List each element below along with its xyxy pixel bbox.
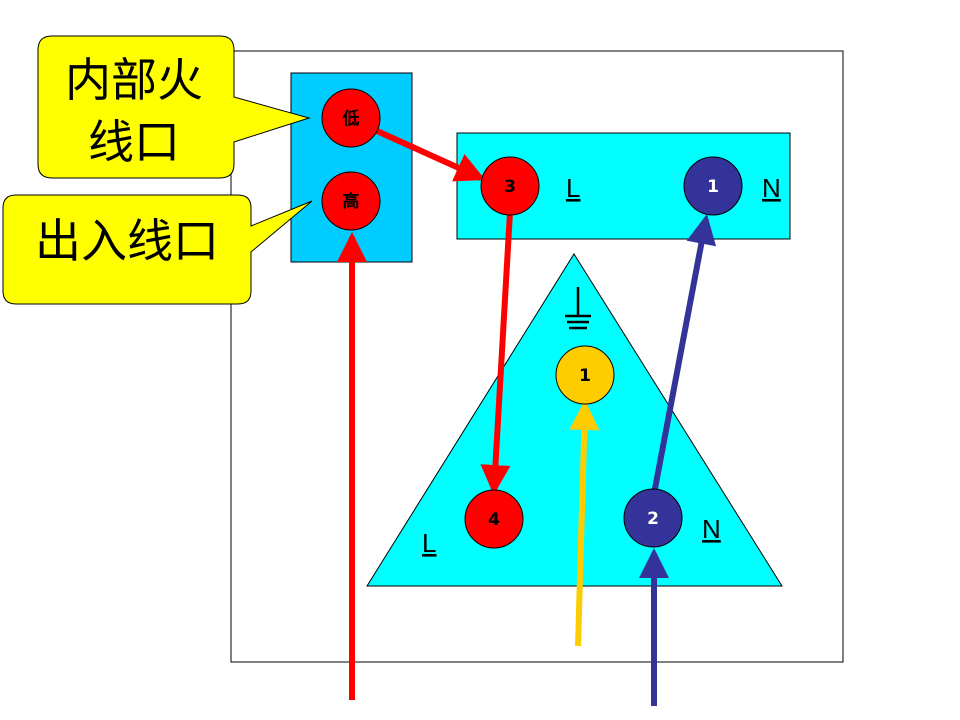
terminal-low-label: 低 [342, 108, 360, 129]
terminal-high: 高 [321, 171, 381, 231]
wire-low-to-3 [375, 128, 486, 182]
terminal-high-label: 高 [343, 191, 360, 212]
node-2: 2 [623, 488, 683, 548]
node-ground-label: 1 [579, 366, 591, 386]
node-3: 3 [480, 156, 540, 216]
callout-internal-live: 内部火 线口 [37, 35, 311, 179]
upper-l-label: L [566, 173, 580, 203]
callout-internal-line1: 内部火 [65, 53, 203, 107]
node-3-label: 3 [504, 177, 516, 197]
terminal-low: 低 [321, 88, 381, 148]
node-1-neutral: 1 [683, 156, 743, 216]
socket-l-label: L [422, 528, 436, 558]
callout-internal-line2: 线口 [88, 115, 180, 169]
node-4: 4 [464, 489, 524, 549]
node-ground: 1 [555, 345, 615, 405]
node-4-label: 4 [488, 510, 500, 530]
ground-icon [565, 287, 591, 330]
socket-n-label: N [702, 514, 721, 544]
callout-inout: 出入线口 [2, 194, 313, 305]
callout-inout-text: 出入线口 [35, 214, 219, 268]
node-1-neutral-label: 1 [707, 177, 719, 197]
node-2-label: 2 [647, 509, 659, 529]
upper-n-label: N [762, 173, 781, 203]
wire-3-to-4 [480, 211, 513, 495]
wire-incoming-ground [569, 400, 600, 647]
wire-2-to-1 [651, 214, 717, 495]
